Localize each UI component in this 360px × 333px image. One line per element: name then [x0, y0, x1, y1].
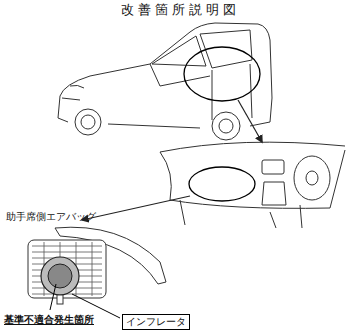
pointer-arrow	[238, 100, 262, 142]
pointer-arrow	[82, 196, 190, 220]
diagram-title: 改善箇所説明図	[0, 2, 360, 18]
part-box: インフレータ	[122, 314, 190, 330]
dashboard-drawing	[160, 142, 345, 228]
leader-line	[50, 284, 56, 310]
highlight-ellipse	[184, 47, 260, 101]
airbag-module	[28, 227, 166, 304]
car-drawing	[58, 23, 272, 140]
part-name: インフレータ	[126, 316, 186, 328]
highlight-ellipse	[189, 167, 255, 201]
callout-label: 基準不適合発生箇所	[4, 314, 94, 326]
part-label: 助手席側エアバッグ	[6, 211, 96, 223]
